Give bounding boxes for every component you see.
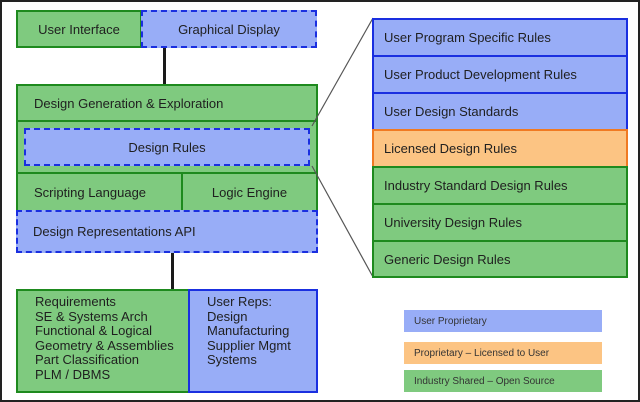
design-rules-label: Design Rules (128, 139, 206, 155)
legend-label: Proprietary – Licensed to User (414, 347, 550, 359)
graphical-display-box: Graphical Display (141, 10, 317, 48)
rule-label: Industry Standard Design Rules (384, 178, 568, 193)
rule-label: User Design Standards (384, 104, 519, 119)
shared-item: Geometry & Assemblies (35, 337, 174, 353)
shared-item: SE & Systems Arch (35, 308, 148, 324)
rule-university: University Design Rules (372, 203, 628, 242)
shared-item: PLM / DBMS (35, 366, 111, 382)
user-reps-item: User Reps: (207, 294, 273, 309)
user-reps-item: Design (207, 308, 248, 324)
user-interface-label: User Interface (38, 21, 120, 37)
shared-item: Requirements (35, 294, 116, 309)
legend-licensed: Proprietary – Licensed to User (404, 342, 602, 364)
rule-user-design-standards: User Design Standards (372, 92, 628, 131)
graphical-display-label: Graphical Display (178, 21, 280, 37)
shared-item: Functional & Logical (35, 323, 153, 338)
legend-label: User Proprietary (414, 315, 487, 327)
rule-label: User Product Development Rules (384, 67, 577, 82)
rule-label: Licensed Design Rules (384, 141, 517, 156)
user-reps-item: Systems (207, 352, 257, 367)
logic-engine-box: Logic Engine (181, 172, 318, 212)
design-representations-api-box: Design Representations API (16, 210, 318, 253)
user-reps-item: Supplier Mgmt (207, 337, 291, 353)
design-rules-box: Design Rules (24, 128, 310, 166)
user-interface-box: User Interface (16, 10, 142, 48)
scripting-language-box: Scripting Language (16, 172, 183, 212)
user-reps-item: Manufacturing (207, 323, 290, 338)
rule-user-program-specific: User Program Specific Rules (372, 18, 628, 57)
design-representations-api-label: Design Representations API (33, 224, 196, 239)
design-generation-box: Design Generation & Exploration (16, 84, 318, 122)
rule-label: Generic Design Rules (384, 251, 511, 267)
legend-open-source: Industry Shared – Open Source (404, 370, 602, 392)
user-reps-box: User Reps: Design Manufacturing Supplier… (188, 289, 318, 393)
scripting-language-label: Scripting Language (34, 184, 147, 200)
connector-top (163, 48, 166, 84)
rule-label: University Design Rules (384, 215, 522, 230)
connector-bottom (171, 253, 174, 289)
rule-generic: Generic Design Rules (372, 240, 628, 278)
rule-industry-standard: Industry Standard Design Rules (372, 166, 628, 205)
shared-data-box: Requirements SE & Systems Arch Functiona… (16, 289, 190, 393)
logic-engine-label: Logic Engine (211, 184, 288, 200)
rule-label: User Program Specific Rules (384, 30, 551, 45)
design-generation-label: Design Generation & Exploration (34, 95, 224, 111)
legend-label: Industry Shared – Open Source (414, 375, 555, 387)
shared-item: Part Classification (35, 352, 140, 367)
rule-licensed: Licensed Design Rules (372, 129, 628, 168)
legend-user-proprietary: User Proprietary (404, 310, 602, 332)
rule-user-product-development: User Product Development Rules (372, 55, 628, 94)
